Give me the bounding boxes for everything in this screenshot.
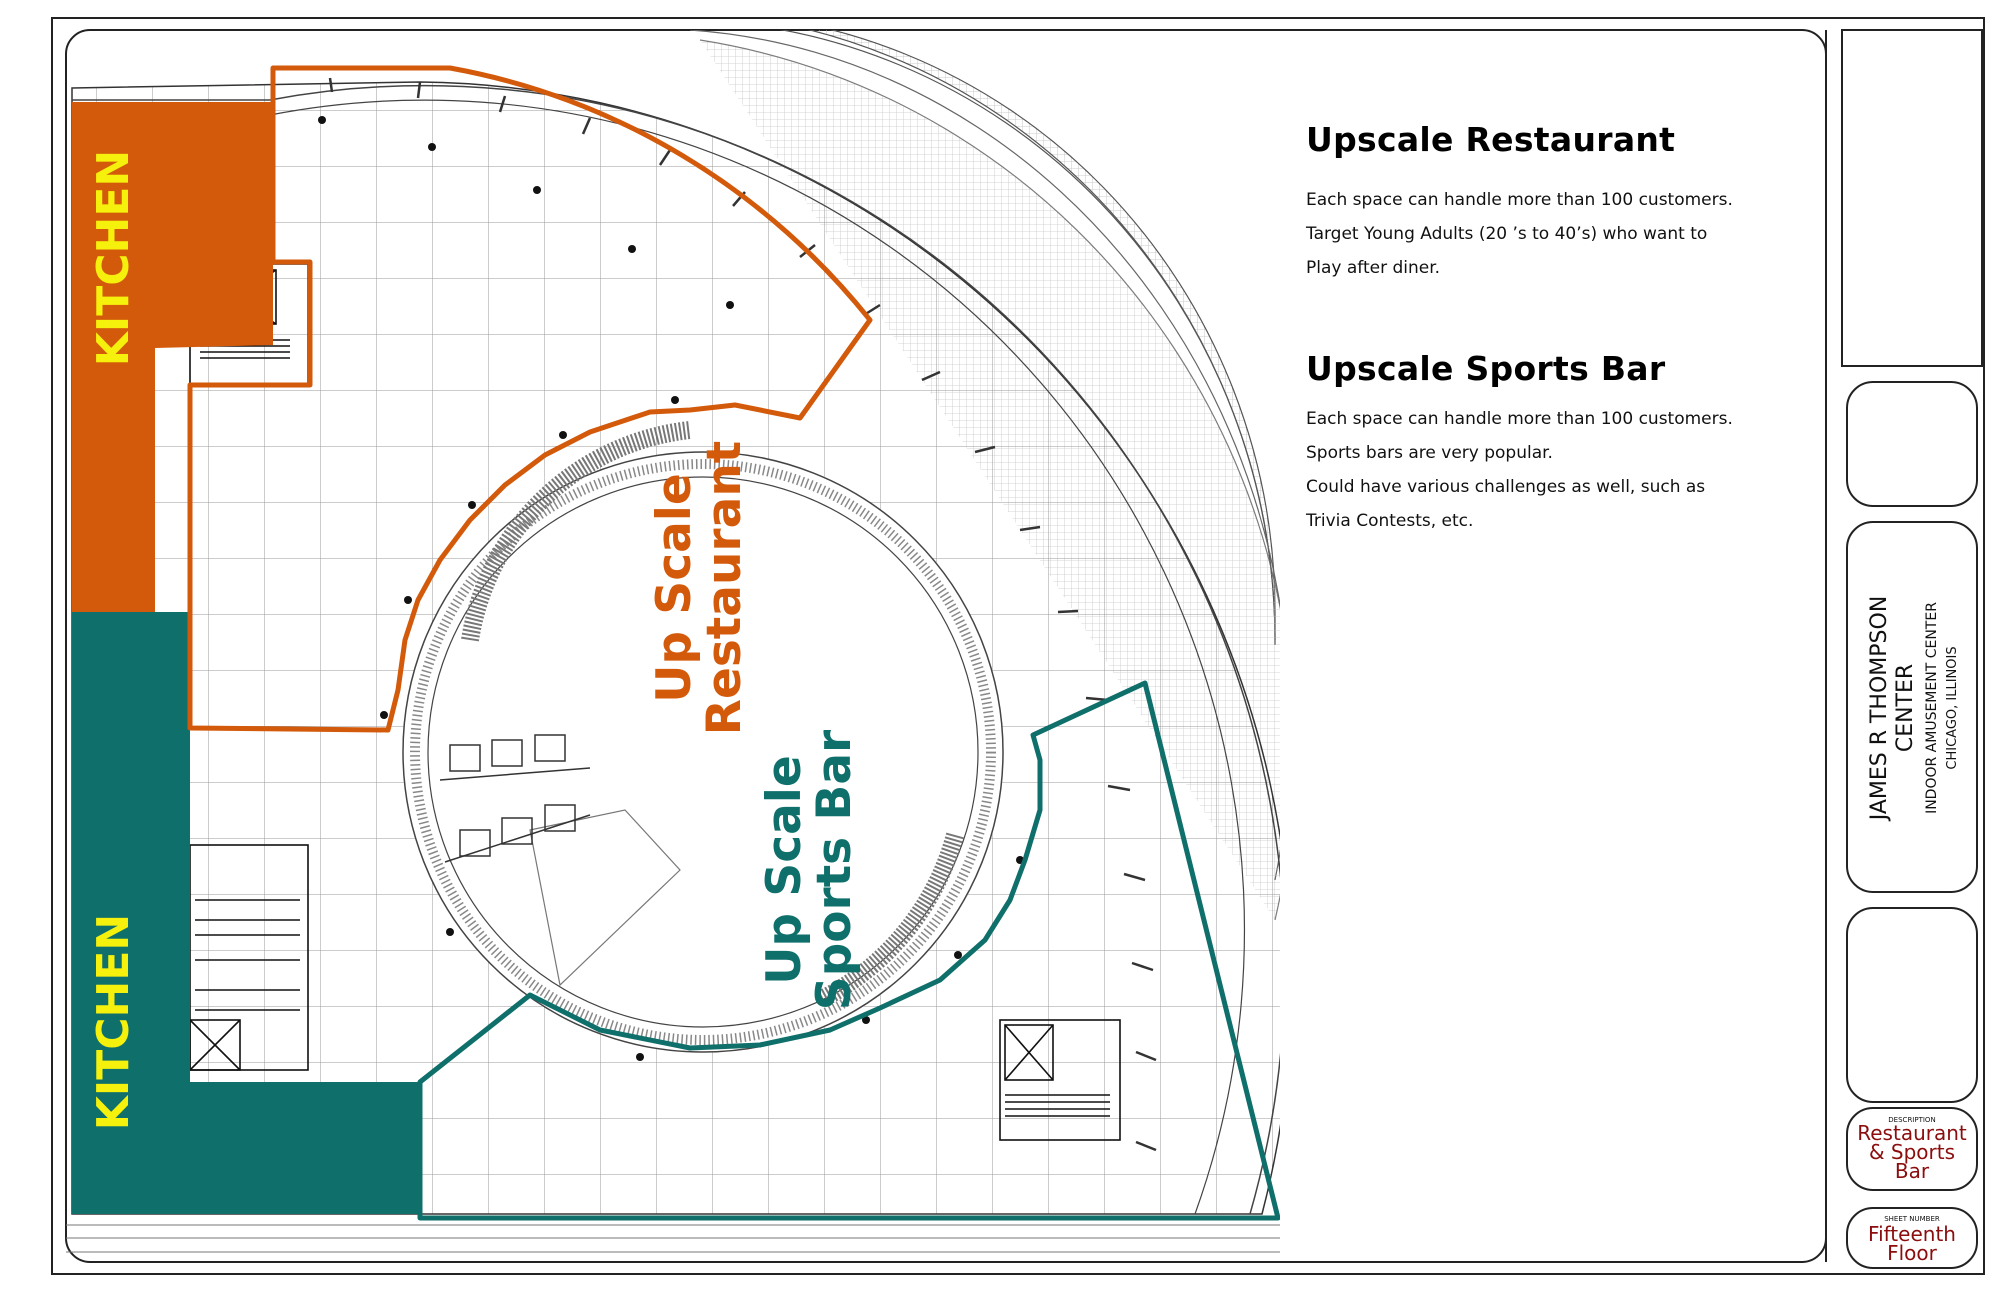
description-label: DESCRIPTION — [1888, 1116, 1935, 1124]
stair-core-south — [999, 1019, 1121, 1141]
restaurant-label-line2: Restaurant — [697, 441, 752, 736]
sheet-number-line2: Floor — [1887, 1241, 1938, 1265]
kitchen-zone-restaurant — [72, 102, 273, 612]
floor-plan: KITCHEN KITCHEN Up Scale Restaurant Up S… — [71, 30, 1280, 1221]
structural-columns — [318, 116, 1024, 1061]
project-location: CHICAGO, ILLINOIS — [1945, 646, 1960, 769]
sports-bar-label-line1: Up Scale — [757, 755, 812, 985]
window-mullions — [328, 77, 1157, 1152]
sports-bar-note-line: Could have various challenges as well, s… — [1306, 477, 1706, 497]
atrium-void — [402, 451, 1004, 1053]
description-line3: Bar — [1895, 1159, 1930, 1183]
kitchen-zone-sports-bar — [72, 612, 420, 1214]
project-info-box — [1846, 521, 1978, 893]
sports-bar-boundary — [417, 680, 1280, 1221]
restaurant-heading: Upscale Restaurant — [1306, 120, 1676, 159]
atrium-rail — [410, 459, 996, 1045]
notes-panel: Upscale Restaurant Each space can handle… — [1306, 120, 1866, 538]
restaurant-note-line: Play after diner. — [1306, 258, 1441, 278]
description-box — [1846, 1107, 1978, 1191]
restaurant-note-line: Each space can handle more than 100 cust… — [1306, 190, 1733, 210]
restaurant-note-line: Target Young Adults (20 ’s to 40’s) who … — [1306, 224, 1708, 244]
project-name-line1: JAMES R THOMPSON — [1867, 596, 1892, 823]
description-line2: & Sports — [1869, 1140, 1955, 1164]
project-subtitle: INDOOR AMUSEMENT CENTER — [1924, 602, 1940, 814]
seating-booths — [439, 734, 591, 863]
sports-bar-note-line: Sports bars are very popular. — [1306, 443, 1553, 463]
restaurant-boundary — [187, 65, 873, 733]
sheet-number-line1: Fifteenth — [1868, 1222, 1956, 1246]
sheet-number-box — [1846, 1207, 1978, 1269]
title-block: JAMES R THOMPSON CENTER INDOOR AMUSEMENT… — [1841, 29, 1983, 1269]
kitchen-label-restaurant: KITCHEN — [88, 150, 139, 366]
kitchen-label-sports-bar: KITCHEN — [88, 914, 139, 1130]
project-name-line2: CENTER — [1893, 664, 1918, 752]
sports-bar-note-line: Trivia Contests, etc. — [1306, 511, 1474, 531]
title-block-logo-box — [1841, 29, 1983, 367]
sports-bar-note-line: Each space can handle more than 100 cust… — [1306, 409, 1733, 429]
plan-bottom-edge — [66, 1224, 1280, 1253]
sheet-number-label: SHEET NUMBER — [1884, 1215, 1940, 1223]
sheet-border — [51, 17, 1985, 1275]
description-line1: Restaurant — [1857, 1121, 1967, 1145]
restaurant-label-line1: Up Scale — [647, 473, 702, 703]
sports-bar-label-line2: Sports Bar — [807, 729, 862, 1010]
sports-bar-heading: Upscale Sports Bar — [1306, 349, 1666, 388]
